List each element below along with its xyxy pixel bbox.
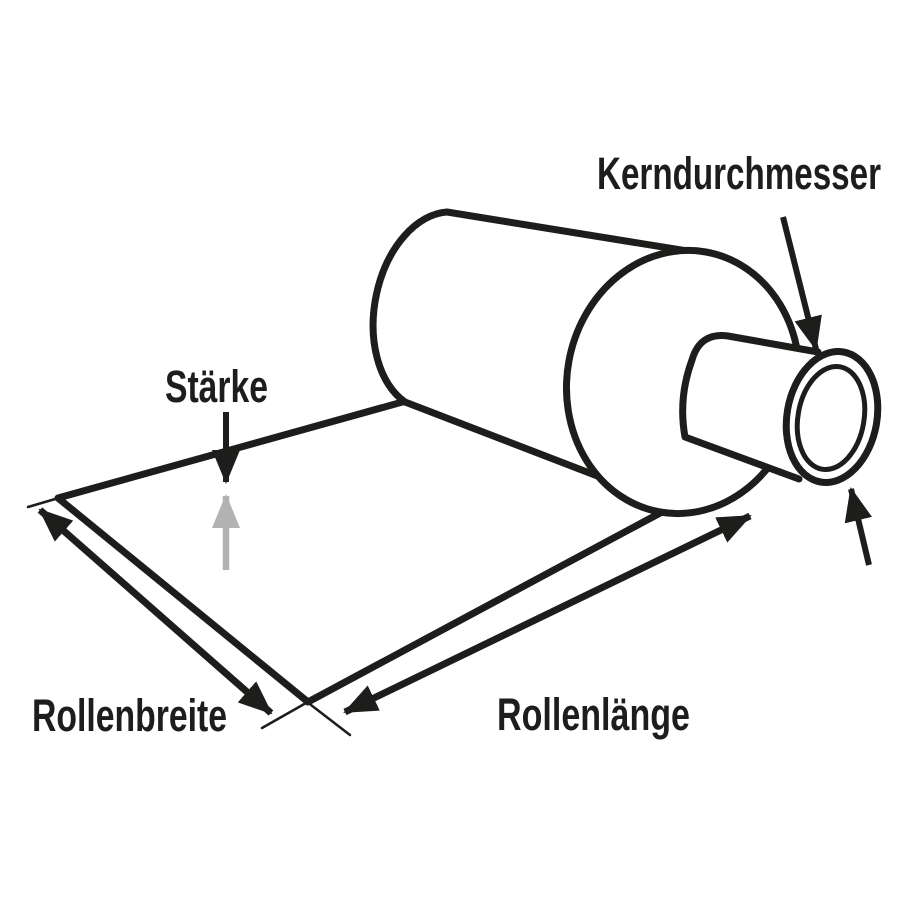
label-core-diameter: Kerndurchmesser bbox=[597, 148, 881, 199]
label-thickness: Stärke bbox=[165, 361, 268, 412]
core-body bbox=[679, 332, 822, 483]
sheet-corner-tick-left bbox=[26, 495, 64, 509]
label-roll-length: Rollenlänge bbox=[497, 689, 690, 740]
roll-width-dimension-arrow bbox=[37, 507, 274, 716]
core-diameter-arrow-top bbox=[780, 216, 822, 351]
label-roll-width: Rollenbreite bbox=[32, 690, 227, 741]
core-rim-inner bbox=[794, 363, 868, 473]
sheet-corner-tick-bottom-right bbox=[309, 703, 352, 737]
roll-length-dimension-arrow bbox=[343, 512, 752, 716]
sheet-corner-tick-bottom-left bbox=[260, 701, 308, 730]
roll bbox=[369, 208, 882, 518]
labels: Kerndurchmesser Stärke Rollenbreite Roll… bbox=[32, 148, 881, 741]
dimension-arrows bbox=[37, 216, 872, 716]
core-diameter-arrow-bottom bbox=[844, 487, 872, 566]
